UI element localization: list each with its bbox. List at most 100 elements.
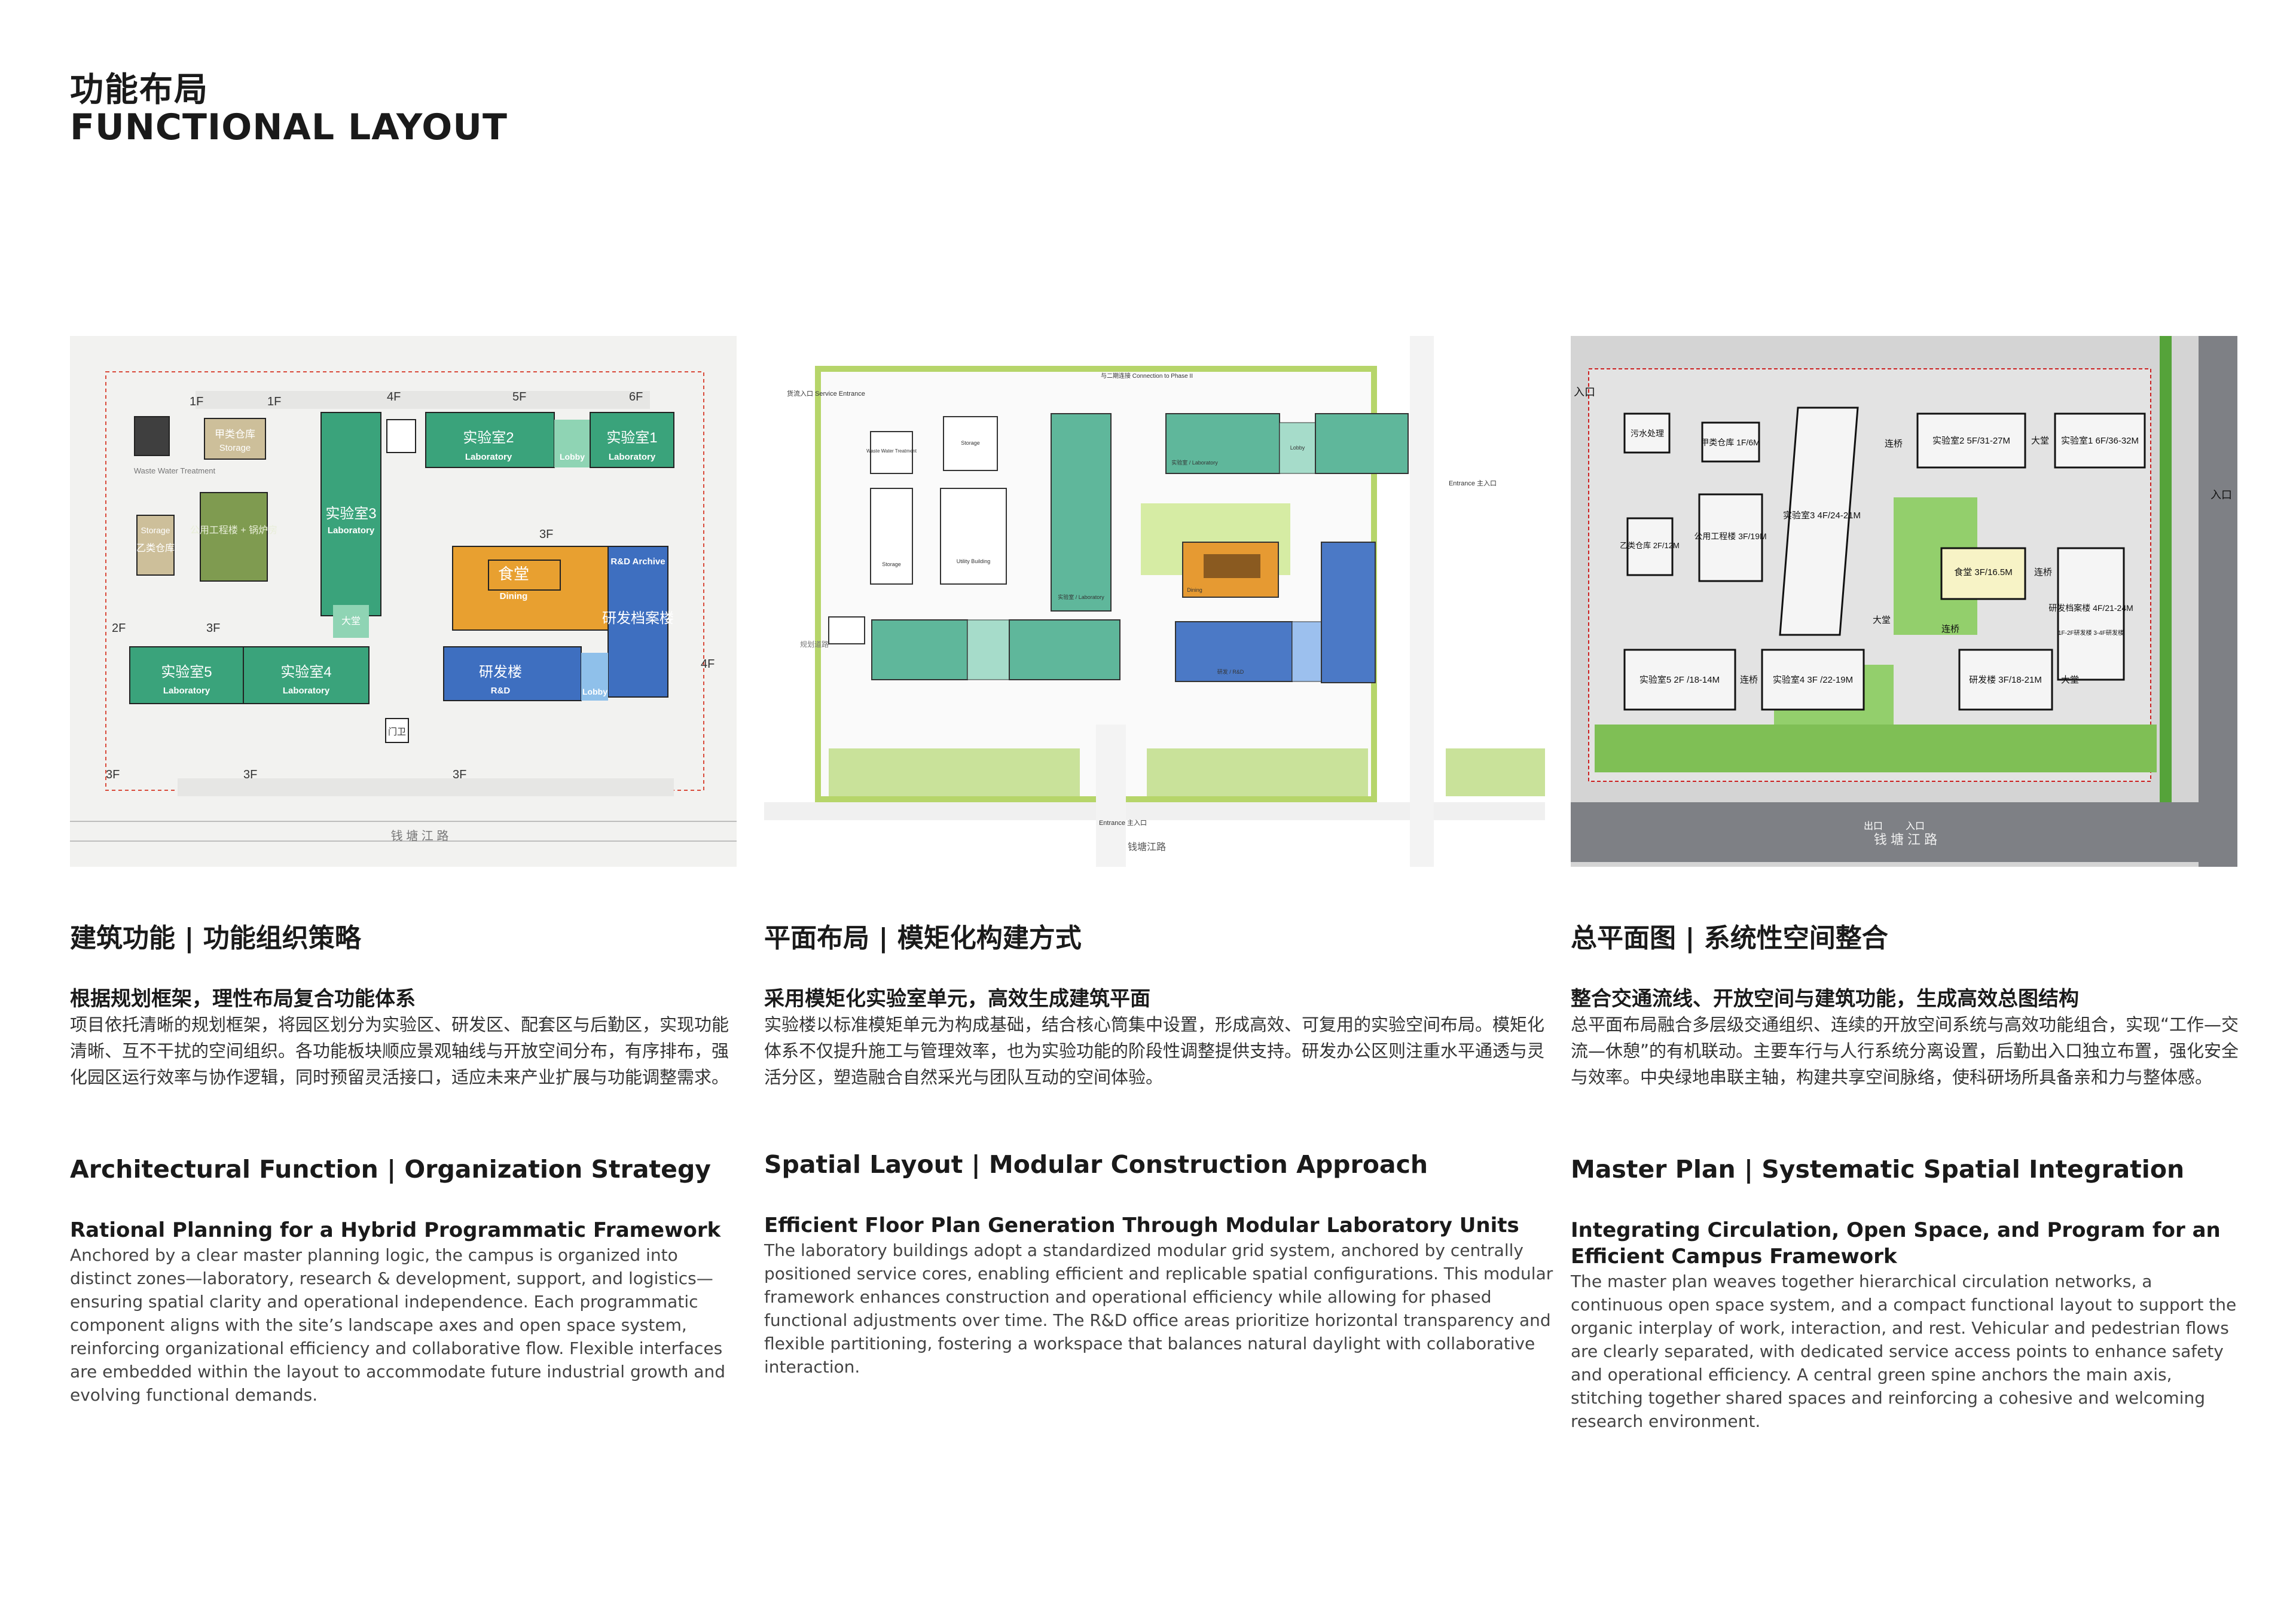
floor-plan-diagram: 钱塘江路 货流入口 Service Entrance 与二期连接 Connect…	[764, 336, 1545, 867]
dining-plan: Dining	[1187, 587, 1202, 593]
section-body-en: Anchored by a clear master planning logi…	[70, 1245, 725, 1405]
section-architectural-function-en: Architectural Function | Organization St…	[70, 1153, 740, 1407]
rd-en: R&D	[491, 686, 511, 696]
lab5-en: Laboratory	[163, 686, 210, 696]
lab5-label: 实验室5	[161, 664, 212, 680]
section-heading-en: Master Plan | Systematic Spatial Integra…	[1571, 1155, 2185, 1184]
section-body-cn: 实验楼以标准模矩单元为构成基础，结合核心筒集中设置，形成高效、可复用的实验空间布…	[764, 1014, 1545, 1087]
entrance-right: Entrance 主入口	[1449, 479, 1497, 487]
waste-mp: 污水处理	[1631, 429, 1664, 438]
svg-text:3F: 3F	[453, 768, 466, 781]
section-body-cn: 总平面布局融合多层级交通组织、连续的开放空间系统与高效功能组合，实现“工作—交流…	[1571, 1014, 2239, 1087]
hall2-mp: 大堂	[1873, 615, 1891, 625]
road-label-3: 钱 塘 江 路	[1874, 832, 1937, 847]
archive-mp: 研发档案楼 4F/21-24M	[2048, 603, 2133, 613]
service-entrance: 货流入口 Service Entrance	[787, 389, 865, 398]
waste-water-label: Waste Water Treatment	[134, 466, 216, 475]
storage-2a: Storage	[961, 440, 980, 446]
lobby-lower: Lobby	[582, 687, 607, 696]
road-label: 钱 塘 江 路	[391, 829, 449, 843]
lab-plan-a: 实验室 / Laboratory	[1058, 594, 1104, 600]
lab3-label: 实验室3	[325, 506, 376, 522]
dining-label: 食堂	[498, 565, 529, 583]
utility-mp: 公用工程楼 3F/19M	[1694, 531, 1766, 541]
section-subheading-cn: 采用模矩化实验室单元，高效生成建筑平面	[764, 987, 1150, 1011]
svg-text:3F: 3F	[243, 768, 257, 781]
svg-text:1F: 1F	[267, 395, 281, 408]
section-architectural-function: 建筑功能 | 功能组织策略 根据规划框架，理性布局复合功能体系 项目依托清晰的规…	[70, 921, 740, 1090]
entry-right: 入口	[2210, 489, 2232, 501]
section-heading-cn: 平面布局 | 模矩化构建方式	[764, 923, 1082, 953]
storage-b-label: 乙类仓库	[136, 543, 175, 554]
section-heading-en: Spatial Layout | Modular Construction Ap…	[764, 1150, 1428, 1179]
svg-text:4F: 4F	[701, 658, 715, 671]
section-master-plan: 总平面图 | 系统性空间整合 整合交通流线、开放空间与建筑功能，生成高效总图结构…	[1571, 921, 2246, 1090]
hall3-mp: 大堂	[2061, 675, 2079, 685]
storage-b-en: Storage	[141, 525, 170, 535]
lab3-en: Laboratory	[328, 525, 375, 536]
rd-mp: 研发楼 3F/18-21M	[1969, 675, 2042, 685]
section-heading-en: Architectural Function | Organization St…	[70, 1155, 712, 1184]
section-subheading-cn: 整合交通流线、开放空间与建筑功能，生成高效总图结构	[1571, 987, 2079, 1011]
lab3-mp: 实验室3 4F/24-21M	[1783, 511, 1861, 521]
lab4-mp: 实验室4 3F /22-19M	[1773, 675, 1853, 685]
section-body-cn: 项目依托清晰的规划框架，将园区划分为实验区、研发区、配套区与后勤区，实现功能清晰…	[70, 1014, 729, 1087]
road-label-2: 钱塘江路	[1128, 842, 1166, 852]
dining-en: Dining	[500, 591, 528, 601]
lab1-mp: 实验室1 6F/36-32M	[2061, 436, 2139, 446]
lab-plan-b: 实验室 / Laboratory	[1171, 459, 1218, 466]
svg-text:3F: 3F	[539, 528, 553, 541]
lobby-plan: Lobby	[1290, 445, 1305, 451]
entrance-bottom: Entrance 主入口	[1099, 819, 1147, 827]
section-spatial-layout-en: Spatial Layout | Modular Construction Ap…	[764, 1148, 1553, 1379]
lab1-en: Laboratory	[609, 452, 656, 462]
section-subheading-en: Rational Planning for a Hybrid Programma…	[70, 1218, 721, 1242]
functional-layout-diagram: 钱 塘 江 路 Waste Water Treatment 1F 甲类仓库 St…	[70, 336, 737, 867]
svg-text:1F: 1F	[190, 395, 203, 408]
lab2-label: 实验室2	[463, 430, 514, 446]
archive-en: R&D Archive	[610, 557, 665, 567]
lab1-label: 实验室1	[606, 430, 657, 446]
exit-label: 出口	[1864, 821, 1883, 832]
storage-a-label: 甲类仓库	[215, 429, 255, 440]
lab3-hall: 大堂	[341, 616, 361, 626]
entry-left: 入口	[1574, 386, 1595, 398]
gate-label: 门卫	[388, 727, 406, 737]
store-a-mp: 甲类仓库 1F/6M	[1700, 438, 1760, 447]
hall1-mp: 大堂	[2031, 436, 2049, 446]
lab2-mp: 实验室2 5F/31-27M	[1932, 436, 2010, 446]
waste-water-2: Waste Water Treatment	[866, 448, 917, 454]
section-subheading-en: Integrating Circulation, Open Space, and…	[1571, 1218, 2221, 1269]
page-title-cn: 功能布局	[70, 71, 209, 109]
section-heading-cn: 总平面图 | 系统性空间整合	[1571, 923, 1888, 953]
canteen-mp: 食堂 3F/16.5M	[1954, 567, 2013, 577]
storage-a-en: Storage	[219, 443, 251, 453]
link4-mp: 连桥	[1740, 675, 1758, 685]
road-left: 规划道路	[800, 640, 829, 649]
svg-text:3F: 3F	[206, 622, 220, 635]
lab4-en: Laboratory	[283, 686, 330, 696]
page-title-en: FUNCTIONAL LAYOUT	[70, 106, 508, 148]
lab5-mp: 实验室5 2F /18-14M	[1639, 675, 1720, 685]
section-subheading-en: Efficient Floor Plan Generation Through …	[764, 1214, 1519, 1237]
link2-mp: 连桥	[2034, 567, 2052, 577]
section-master-plan-en: Master Plan | Systematic Spatial Integra…	[1571, 1153, 2246, 1433]
lab2-en: Laboratory	[465, 452, 512, 462]
link1-mp: 连桥	[1885, 439, 1903, 449]
svg-text:4F: 4F	[387, 390, 401, 404]
svg-text:2F: 2F	[112, 622, 126, 635]
master-plan-diagram: 钱 塘 江 路 入口 入口 出口 入口 污水处理 甲类仓库 1F/6M 公用工程…	[1571, 336, 2237, 867]
link3-mp: 连桥	[1941, 624, 1959, 634]
rd-plan: 研发 / R&D	[1217, 668, 1244, 675]
lobby-upper: Lobby	[560, 452, 585, 461]
svg-text:6F: 6F	[629, 390, 643, 404]
svg-text:3F: 3F	[106, 768, 120, 781]
section-subheading-cn: 根据规划框架，理性布局复合功能体系	[70, 987, 416, 1011]
lab4-label: 实验室4	[280, 664, 331, 680]
section-body-en: The laboratory buildings adopt a standar…	[764, 1240, 1553, 1377]
rd-label: 研发楼	[479, 664, 522, 680]
store-b-mp: 乙类仓库 2F/12M	[1620, 541, 1680, 550]
section-body-en: The master plan weaves together hierarch…	[1571, 1271, 2237, 1431]
section-heading-cn: 建筑功能 | 功能组织策略	[70, 923, 361, 953]
svg-text:5F: 5F	[512, 390, 526, 404]
